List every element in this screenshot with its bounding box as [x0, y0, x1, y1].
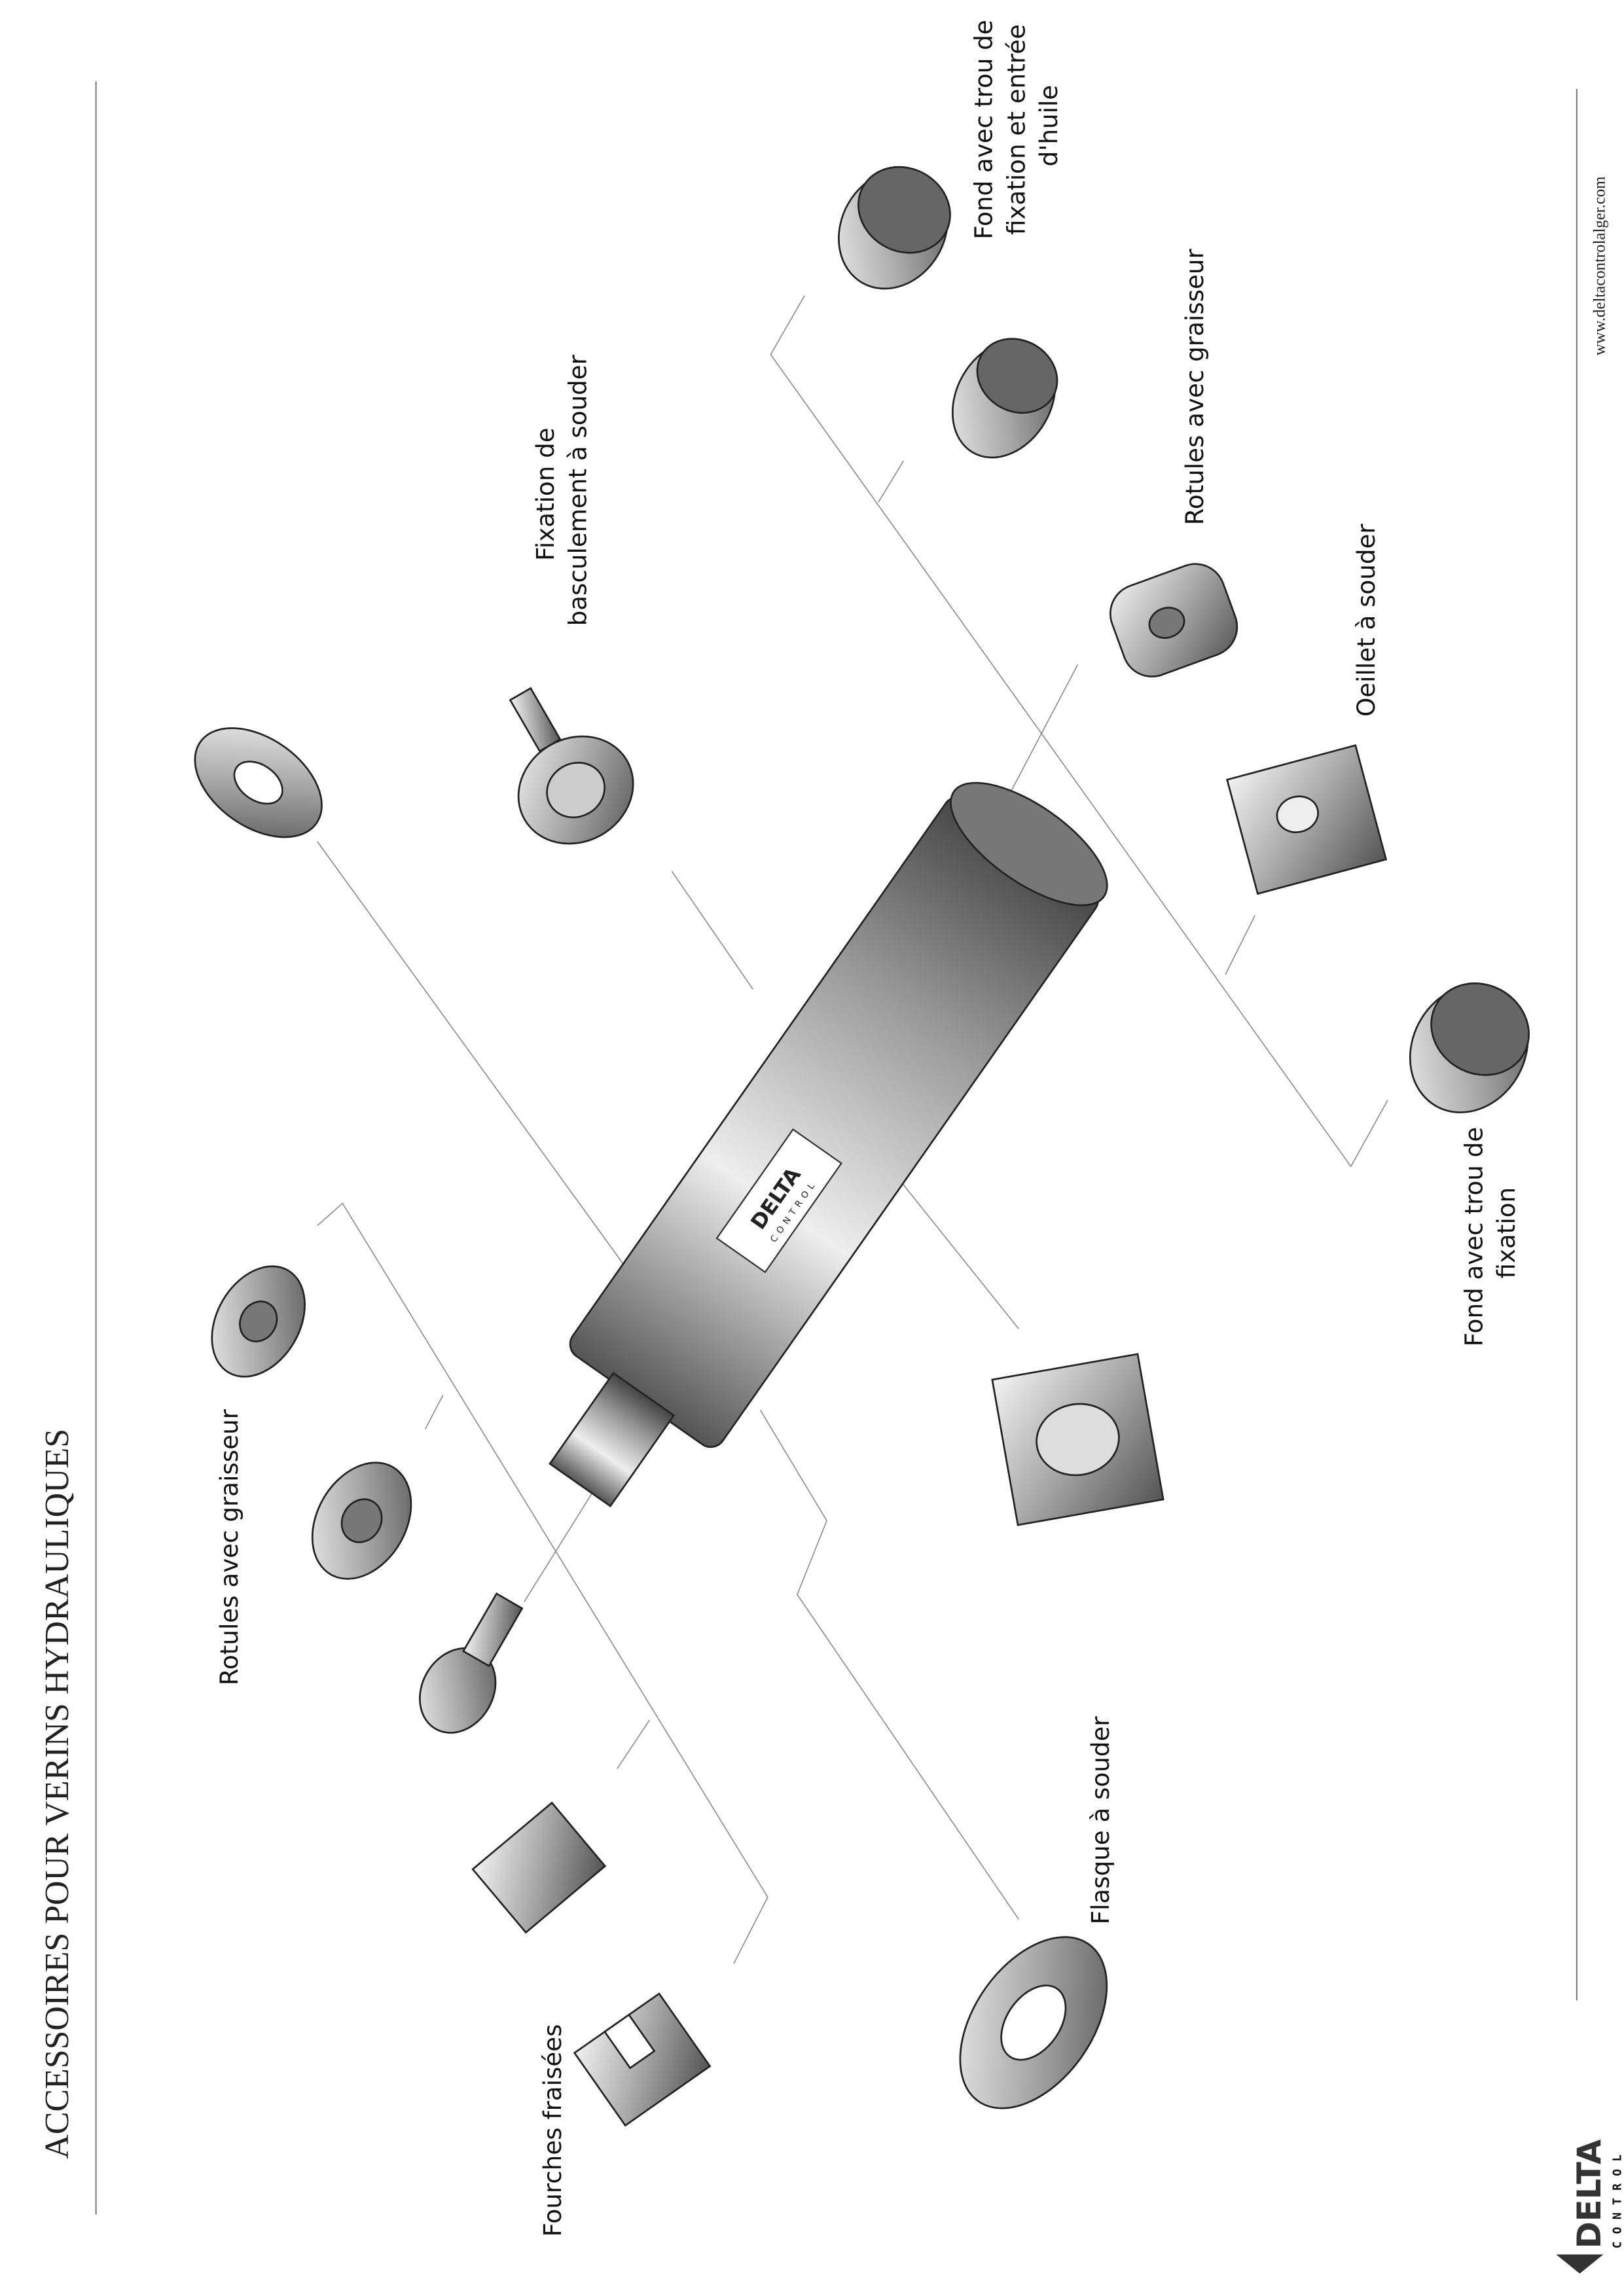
- rod-end-right: [951, 338, 1058, 459]
- end-cap: [1409, 982, 1530, 1113]
- clevis: [471, 1801, 607, 1934]
- connector-lines: [317, 295, 1388, 1964]
- flange-plate: [194, 727, 323, 838]
- rod-end-1: [211, 1265, 306, 1378]
- end-cap-oil: [838, 166, 951, 290]
- logo-word: DELTA: [1570, 2139, 1608, 2248]
- label-rotules-right: Rotules avec graisseur: [1180, 249, 1209, 526]
- milled-fork: [573, 1992, 712, 2127]
- weld-flange: [959, 1936, 1108, 2109]
- website: www.deltacontrolalger.com: [1591, 176, 1609, 355]
- square-flange: [991, 1353, 1164, 1526]
- weld-eye: [1109, 563, 1238, 677]
- label-fond-fixation: Fond avec trou de fixation: [1459, 1119, 1521, 1346]
- page-title: ACCESSOIRES POUR VERINS HYDRAULIQUES: [39, 1429, 76, 2159]
- logo-sub: CONTROL: [1610, 2147, 1624, 2249]
- rod-end-3: [419, 1592, 524, 1734]
- rod-end-2: [311, 1462, 412, 1580]
- trunnion-mount: [509, 687, 634, 845]
- label-oeillet: Oeillet à souder: [1352, 524, 1380, 717]
- threaded-rod: [549, 1372, 676, 1508]
- block: [1226, 744, 1388, 895]
- label-flasque: Flasque à souder: [1086, 1716, 1115, 1925]
- label-rotules-left: Rotules avec graisseur: [215, 1408, 244, 1685]
- label-fond-huile: Fond avec trou de fixation et entrée d'h…: [969, 12, 1063, 239]
- cylinder-label: [715, 1128, 842, 1274]
- label-fixation-basculement: Fixation de basculement à souder: [531, 354, 592, 626]
- label-fourches: Fourches fraisées: [538, 2024, 567, 2236]
- parts: [194, 166, 1530, 2127]
- hydraulic-cylinder: DELTA CONTROL: [549, 781, 1108, 1508]
- logo-triangle-icon: [1556, 2254, 1604, 2274]
- delta-control-logo: DELTA CONTROL: [1556, 2139, 1624, 2274]
